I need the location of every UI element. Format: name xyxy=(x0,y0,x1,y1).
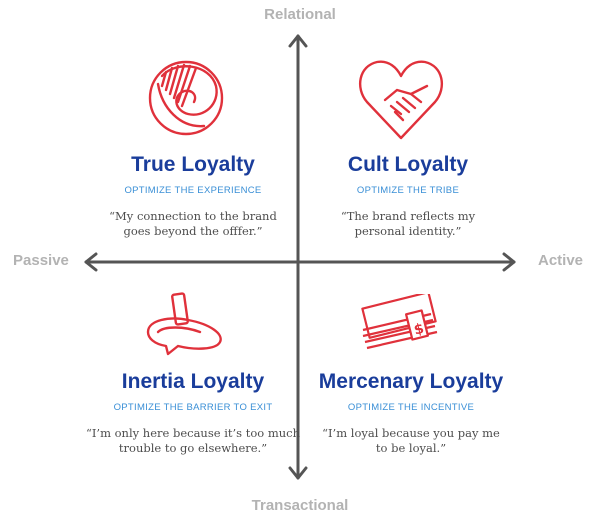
quote-line: “The brand reflects my xyxy=(340,209,476,223)
quadrant-quote: “My connection to the brand goes beyond … xyxy=(73,209,313,239)
quote-line: “I’m only here because it’s too much xyxy=(86,426,300,440)
quadrant-inertia-loyalty: Inertia Loyalty OPTIMIZE THE BARRIER TO … xyxy=(73,370,313,456)
quote-line: trouble to go elsewhere.” xyxy=(118,441,268,455)
quote-line: “I’m loyal because you pay me xyxy=(322,426,500,440)
vertical-axis-arrow-up xyxy=(288,34,308,48)
quadrant-true-loyalty: True Loyalty OPTIMIZE THE EXPERIENCE “My… xyxy=(73,153,313,239)
quote-line: goes beyond the offfer.” xyxy=(123,224,263,238)
spinning-top-icon xyxy=(146,292,222,356)
quadrant-subtitle: OPTIMIZE THE EXPERIENCE xyxy=(124,185,262,196)
axis-label-active: Active xyxy=(538,252,584,269)
quadrant-subtitle: OPTIMIZE THE BARRIER TO EXIT xyxy=(113,402,273,413)
quote-line: “My connection to the brand xyxy=(109,209,277,223)
quadrant-title: Mercenary Loyalty xyxy=(318,370,504,393)
quadrant-quote: “The brand reflects my personal identity… xyxy=(288,209,528,239)
quadrant-title: Cult Loyalty xyxy=(347,153,469,176)
axis-label-relational: Relational xyxy=(264,6,336,23)
heart-handshake-icon xyxy=(358,60,444,140)
quadrant-cult-loyalty: Cult Loyalty OPTIMIZE THE TRIBE “The bra… xyxy=(288,153,528,239)
quadrant-subtitle: OPTIMIZE THE TRIBE xyxy=(356,185,460,196)
axis-label-transactional: Transactional xyxy=(251,497,349,514)
quadrant-mercenary-loyalty: Mercenary Loyalty OPTIMIZE THE INCENTIVE… xyxy=(291,370,531,456)
quote-line: to be loyal.” xyxy=(375,441,447,455)
quadrant-quote: “I’m loyal because you pay me to be loya… xyxy=(291,426,531,456)
quote-line: personal identity.” xyxy=(354,224,462,238)
quadrant-title: Inertia Loyalty xyxy=(121,370,265,393)
swirl-icon xyxy=(148,60,224,136)
axis-label-passive: Passive xyxy=(13,252,69,269)
quadrant-quote: “I’m only here because it’s too much tro… xyxy=(73,426,313,456)
quadrant-title: True Loyalty xyxy=(131,153,255,176)
horizontal-axis-arrow-right xyxy=(502,252,516,272)
svg-text:$: $ xyxy=(412,321,425,339)
horizontal-axis-arrow-left xyxy=(84,252,98,272)
money-stack-icon: $ xyxy=(361,294,438,350)
vertical-axis-arrow-down xyxy=(288,466,308,480)
quadrant-subtitle: OPTIMIZE THE INCENTIVE xyxy=(347,402,475,413)
